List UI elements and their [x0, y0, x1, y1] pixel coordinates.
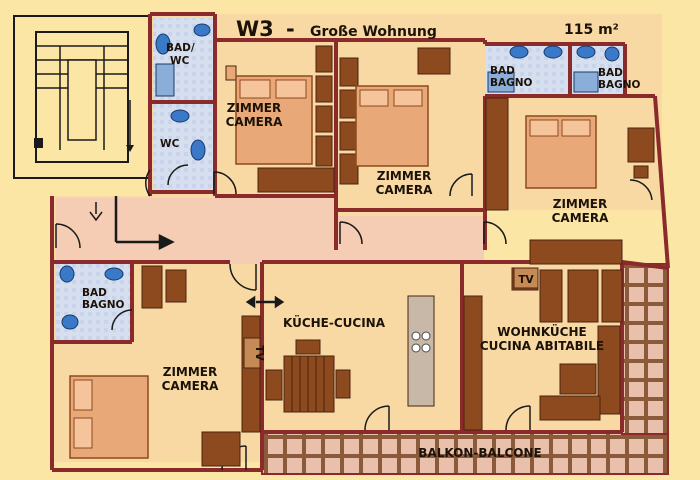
area-label: 115 m²: [564, 22, 619, 38]
room-balkon: BALKON-BALCONE: [418, 446, 541, 460]
room-wc: WC: [160, 138, 180, 150]
room-wohnkueche-line2: CUCINA ABITABILE: [480, 339, 604, 353]
room-zimmer4-line1: ZIMMER: [163, 365, 218, 379]
entrance-arrow: [89, 196, 285, 309]
stove-icon: [411, 331, 431, 353]
svg-text:TV: TV: [253, 345, 265, 361]
sanitary-fixtures: [59, 23, 620, 330]
room-zimmer3-line2: CAMERA: [552, 211, 609, 225]
doors: [55, 164, 653, 471]
dining-table: [291, 356, 325, 412]
svg-text:TV: TV: [518, 274, 534, 286]
subtitle: Große Wohnung: [310, 24, 437, 40]
room-zimmer3-line1: ZIMMER: [553, 197, 608, 211]
room-bad2-line2: BAGNO: [598, 79, 641, 91]
room-bad3-line1: BAD: [82, 287, 107, 299]
room-zimmer2-line1: ZIMMER: [377, 169, 432, 183]
stairwell: [13, 15, 150, 179]
room-kueche: KÜCHE-CUCINA: [283, 315, 386, 330]
header-separator: -: [286, 17, 295, 41]
header: W3 - Große Wohnung 115 m²: [236, 17, 619, 41]
room-bad-wc-line2: WC: [170, 55, 190, 67]
room-bad3-line2: BAGNO: [82, 299, 125, 311]
balcony-side: [621, 263, 669, 435]
room-zimmer2-line2: CAMERA: [376, 183, 433, 197]
room-zimmer1-line2: CAMERA: [226, 115, 283, 129]
room-bad2-line1: BAD: [598, 67, 623, 79]
room-bad-wc-line1: BAD/: [166, 42, 195, 54]
room-labels: BAD/ WC WC ZIMMER CAMERA ZIMMER CAMERA B…: [82, 42, 641, 460]
tv-wohnkueche: TV: [513, 267, 539, 289]
furniture: [141, 45, 655, 467]
tv-zimmer4: TV: [243, 337, 265, 369]
room-wohnkueche-line1: WOHNKÜCHE: [497, 324, 586, 339]
room-zimmer4-line2: CAMERA: [162, 379, 219, 393]
room-bad1-line1: BAD: [490, 65, 515, 77]
unit-label: W3: [236, 17, 274, 41]
room-bad1-line2: BAGNO: [490, 77, 533, 89]
room-zimmer1-line1: ZIMMER: [227, 101, 282, 115]
